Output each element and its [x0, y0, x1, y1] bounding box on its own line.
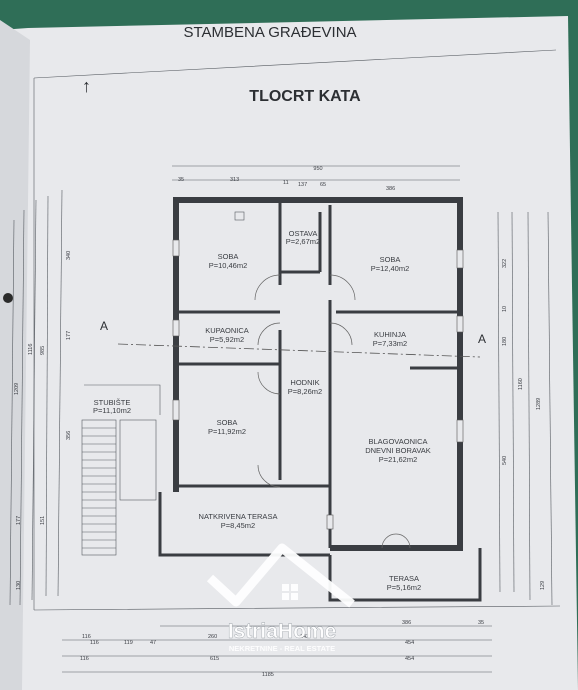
binding-ring	[3, 293, 13, 303]
room-area-soba-2: P=12,40m2	[371, 264, 410, 273]
dim-top-5: 386	[386, 186, 395, 192]
dim-left-7: 1116	[28, 344, 34, 355]
dim-top-4: 65	[320, 182, 326, 188]
bottom-dimensions: 116 260 142 386 35 116 119 47 454 116 61…	[62, 620, 492, 678]
top-dimensions: 950 35 313 11 137 65 386	[172, 165, 460, 192]
dim-right-1: 10	[502, 306, 508, 312]
dim-left-2: 356	[66, 431, 72, 440]
sheet-title: STAMBENA GRAĐEVINA	[183, 24, 356, 41]
room-area-stubiste: P=11,10m2	[93, 406, 131, 415]
logo-brand: IstriaHome	[228, 620, 337, 643]
dim-left-0: 340	[66, 251, 72, 260]
room-area-soba-1: P=10,46m2	[209, 261, 248, 270]
dim-right-5: 1160	[518, 378, 524, 390]
dim-bottom2-1: 119	[124, 640, 133, 646]
dim-right-2: 180	[502, 337, 508, 346]
room-area-kuhinja: P=7,33m2	[373, 339, 407, 348]
room-name-stubiste: STUBIŠTE	[94, 398, 131, 407]
room-name-dnevni-boravak: DNEVNI BORAVAK	[365, 446, 431, 455]
room-name-terasa: TERASA	[389, 574, 419, 583]
paper-binding	[0, 20, 30, 690]
balcony-wall	[328, 548, 482, 602]
dim-left-4: 177	[16, 516, 22, 525]
dim-left-5: 130	[16, 581, 22, 590]
istriahome-logo: IstriaHome NEKRETNINE - REAL ESTATE	[206, 543, 355, 653]
dim-left-1: 177	[66, 331, 72, 340]
paper	[0, 16, 578, 690]
room-area-hodnik: P=8,26m2	[288, 387, 322, 396]
dim-bottom1-0: 116	[82, 634, 91, 640]
dim-top-1: 313	[230, 177, 239, 183]
dim-right-3: 540	[502, 456, 508, 465]
chimney-icon	[234, 211, 245, 221]
dim-right-0: 322	[502, 259, 508, 268]
dim-bottom2-2: 47	[150, 640, 156, 646]
dim-top-0: 35	[178, 177, 184, 183]
room-name-kuhinja: KUHINJA	[374, 330, 406, 339]
dim-bottom1-3: 386	[402, 620, 411, 626]
north-arrow-icon: ↑	[82, 76, 91, 96]
section-marker-left: A	[100, 319, 108, 333]
room-area-kupaonica: P=5,92m2	[210, 335, 244, 344]
section-marker-right: A	[478, 332, 486, 346]
logo-tagline: NEKRETNINE - REAL ESTATE	[229, 644, 335, 653]
room-name-hodnik: HODNIK	[290, 378, 319, 387]
dim-left-6: 985	[40, 346, 46, 355]
dim-bottom3-1: 615	[210, 656, 219, 662]
room-area-soba-3: P=11,92m2	[208, 427, 246, 436]
dim-top-2: 11	[283, 180, 289, 186]
section-line	[117, 343, 481, 358]
room-name-ostava: OSTAVA	[289, 229, 318, 238]
dim-bottom1-4: 35	[478, 620, 484, 626]
dim-right-4: 129	[540, 581, 546, 590]
dim-top-3: 137	[298, 182, 307, 188]
frame-lines	[33, 49, 561, 611]
dim-right-6: 1289	[536, 398, 542, 410]
dim-bottom1-1: 260	[208, 634, 217, 640]
left-dimensions: 340 177 356 151 177 130 985 1116 1209	[9, 189, 72, 606]
room-area-ostava: P=2,67m2	[286, 237, 320, 246]
dim-bottom-total: 1185	[262, 672, 274, 678]
dim-top-total: 950	[313, 166, 322, 172]
dim-bottom2-3: 454	[405, 640, 414, 646]
dim-bottom2-0: 116	[90, 640, 99, 646]
dim-bottom3-2: 454	[405, 656, 414, 662]
room-name-soba-2: SOBA	[380, 255, 401, 264]
floor-plan	[81, 197, 482, 602]
room-area-natkrivena-terasa: P=8,45m2	[221, 521, 255, 530]
dim-left-3: 151	[40, 516, 46, 525]
room-name-natkrivena-terasa: NATKRIVENA TERASA	[199, 512, 278, 521]
dim-bottom1-2: 142	[300, 634, 309, 640]
room-area-blagovaonica: P=21,62m2	[379, 455, 418, 464]
room-name-soba-3: SOBA	[217, 418, 238, 427]
room-name-soba-1: SOBA	[218, 252, 239, 261]
staircase	[81, 384, 161, 556]
room-labels: SOBA P=10,46m2 OSTAVA P=2,67m2 SOBA P=12…	[93, 229, 431, 592]
room-area-terasa: P=5,16m2	[387, 583, 421, 592]
room-name-kupaonica: KUPAONICA	[205, 326, 249, 335]
exterior-wall	[173, 197, 463, 551]
right-dimensions: 322 10 180 540 129 1160 1289	[497, 211, 553, 606]
logo-checkmark-icon	[206, 543, 355, 608]
room-name-blagovaonica: BLAGOVAONICA	[368, 437, 427, 446]
dim-bottom3-0: 116	[80, 656, 89, 662]
sheet-subtitle: TLOCRT KATA	[249, 88, 361, 105]
dim-left-8: 1209	[14, 383, 20, 395]
